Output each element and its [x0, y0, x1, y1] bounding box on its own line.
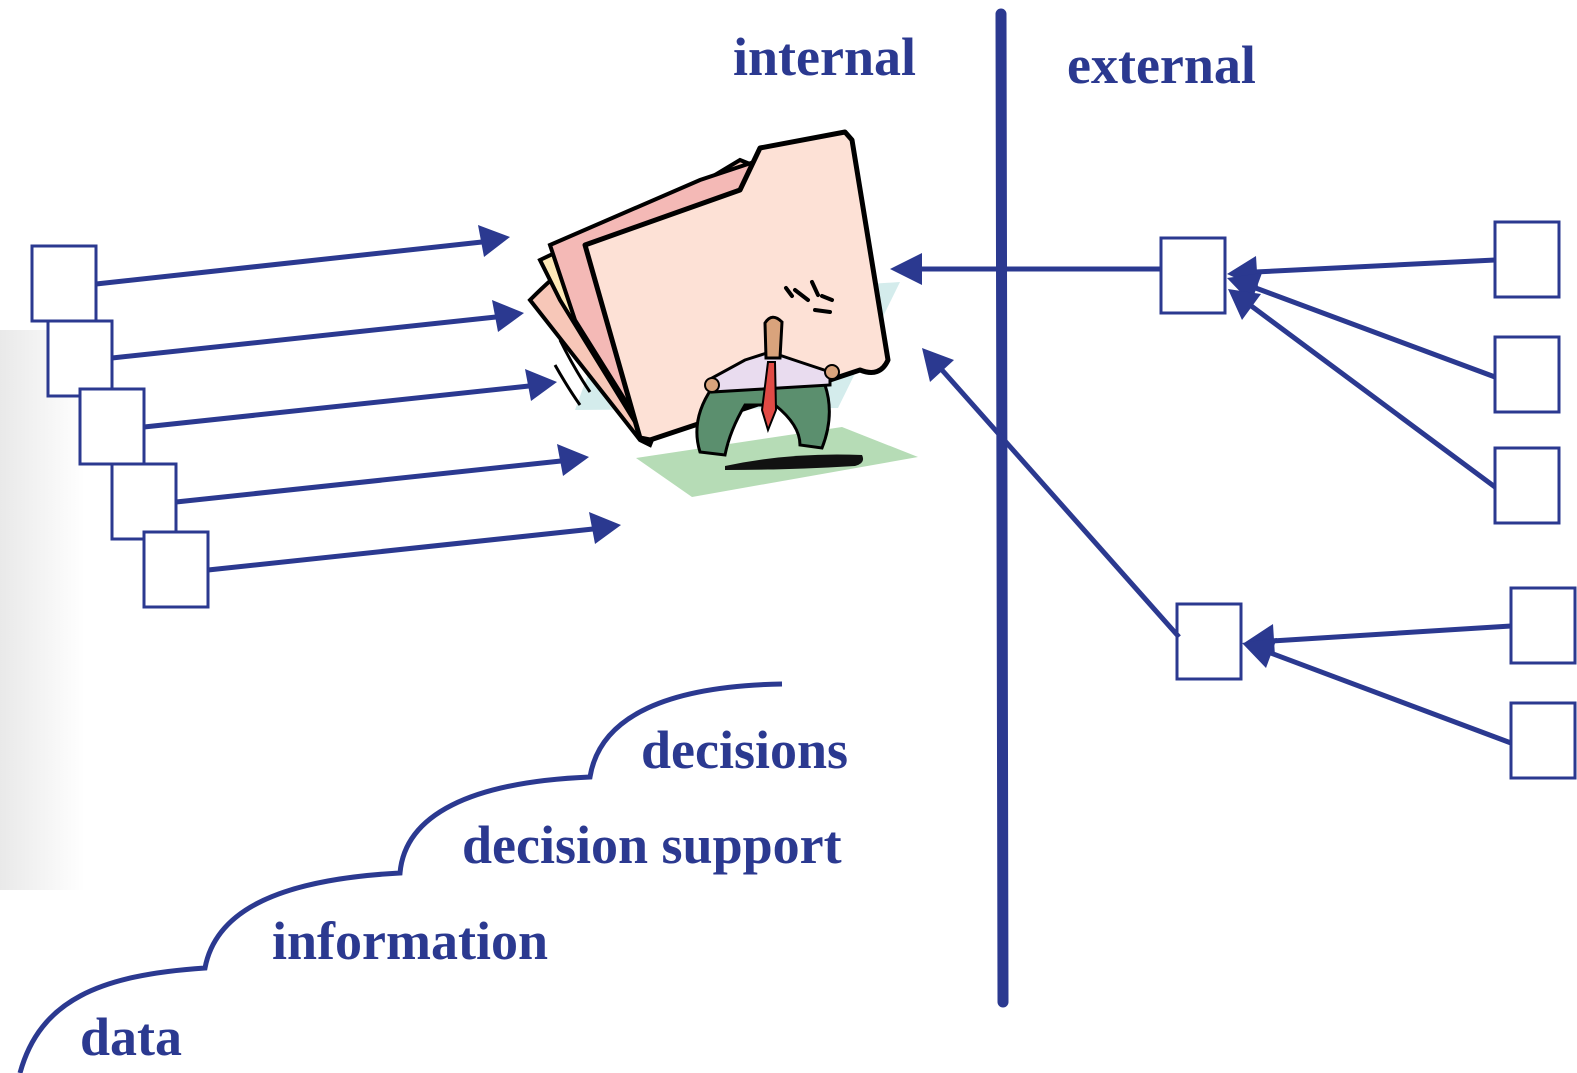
information-label: information: [272, 911, 548, 971]
internal-source-box[interactable]: [142, 530, 210, 609]
decision-support-label: decision support: [462, 815, 842, 875]
internal-label: internal: [733, 27, 916, 87]
external-hub-box[interactable]: [1159, 236, 1227, 315]
external-source-box[interactable]: [1493, 446, 1561, 525]
left-edge-shade: [0, 330, 85, 890]
internal-arrows: [95, 225, 621, 573]
staircase-curve: [17, 681, 783, 1073]
external-source-box[interactable]: [1493, 335, 1561, 414]
internal-source-box[interactable]: [30, 244, 98, 323]
external-source-box[interactable]: [1509, 586, 1577, 665]
external-arrows: [890, 253, 1512, 746]
person-carrying-heavy-folders-icon: [527, 129, 918, 497]
external-hub-box[interactable]: [1175, 602, 1243, 681]
internal-source-box[interactable]: [78, 387, 146, 466]
external-source-box[interactable]: [1509, 701, 1577, 780]
external-source-box[interactable]: [1493, 220, 1561, 299]
internal-sources: [30, 244, 210, 609]
internal-source-box[interactable]: [46, 319, 114, 398]
internal-source-box[interactable]: [110, 462, 178, 541]
data-label: data: [80, 1007, 182, 1067]
internal-external-divider: [995, 8, 1009, 1008]
external-hubs: [1159, 236, 1243, 681]
external-sources: [1493, 220, 1577, 780]
decisions-label: decisions: [641, 720, 848, 780]
external-label: external: [1067, 35, 1256, 95]
